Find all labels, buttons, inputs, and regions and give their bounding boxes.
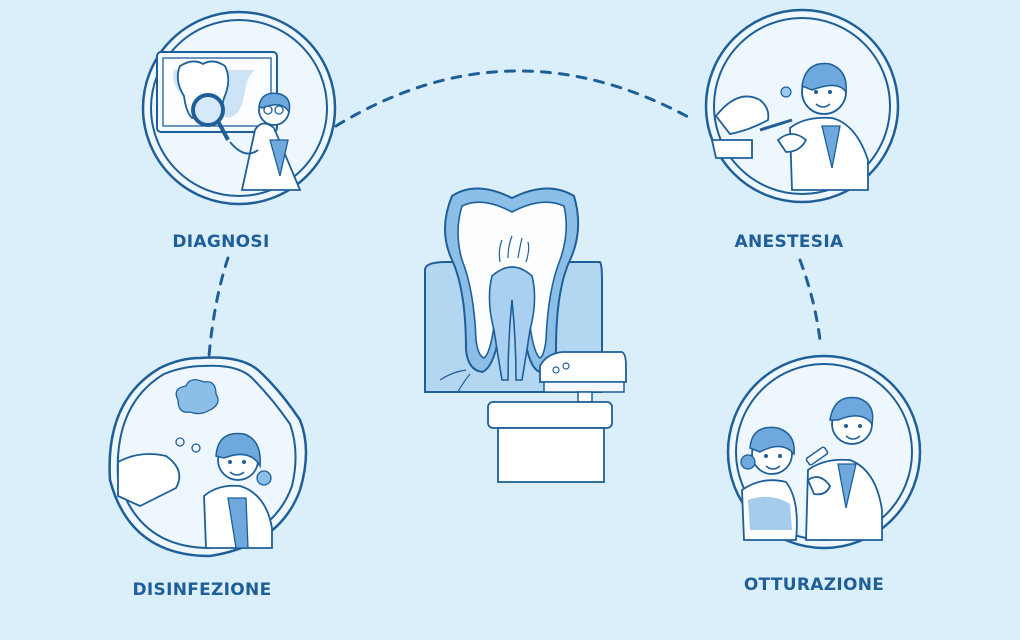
step-label-disinfezione: DISINFEZIONE [132, 580, 272, 600]
connector-diagnosi-anestesia [334, 69, 692, 128]
step-label-anestesia: ANESTESIA [734, 232, 844, 252]
connector-diagnosi-disinfezione [207, 256, 230, 358]
step-label-diagnosi: DIAGNOSI [172, 232, 270, 252]
step-label-otturazione: OTTURAZIONE [743, 575, 885, 595]
connector-anestesia-otturazione [798, 258, 822, 342]
